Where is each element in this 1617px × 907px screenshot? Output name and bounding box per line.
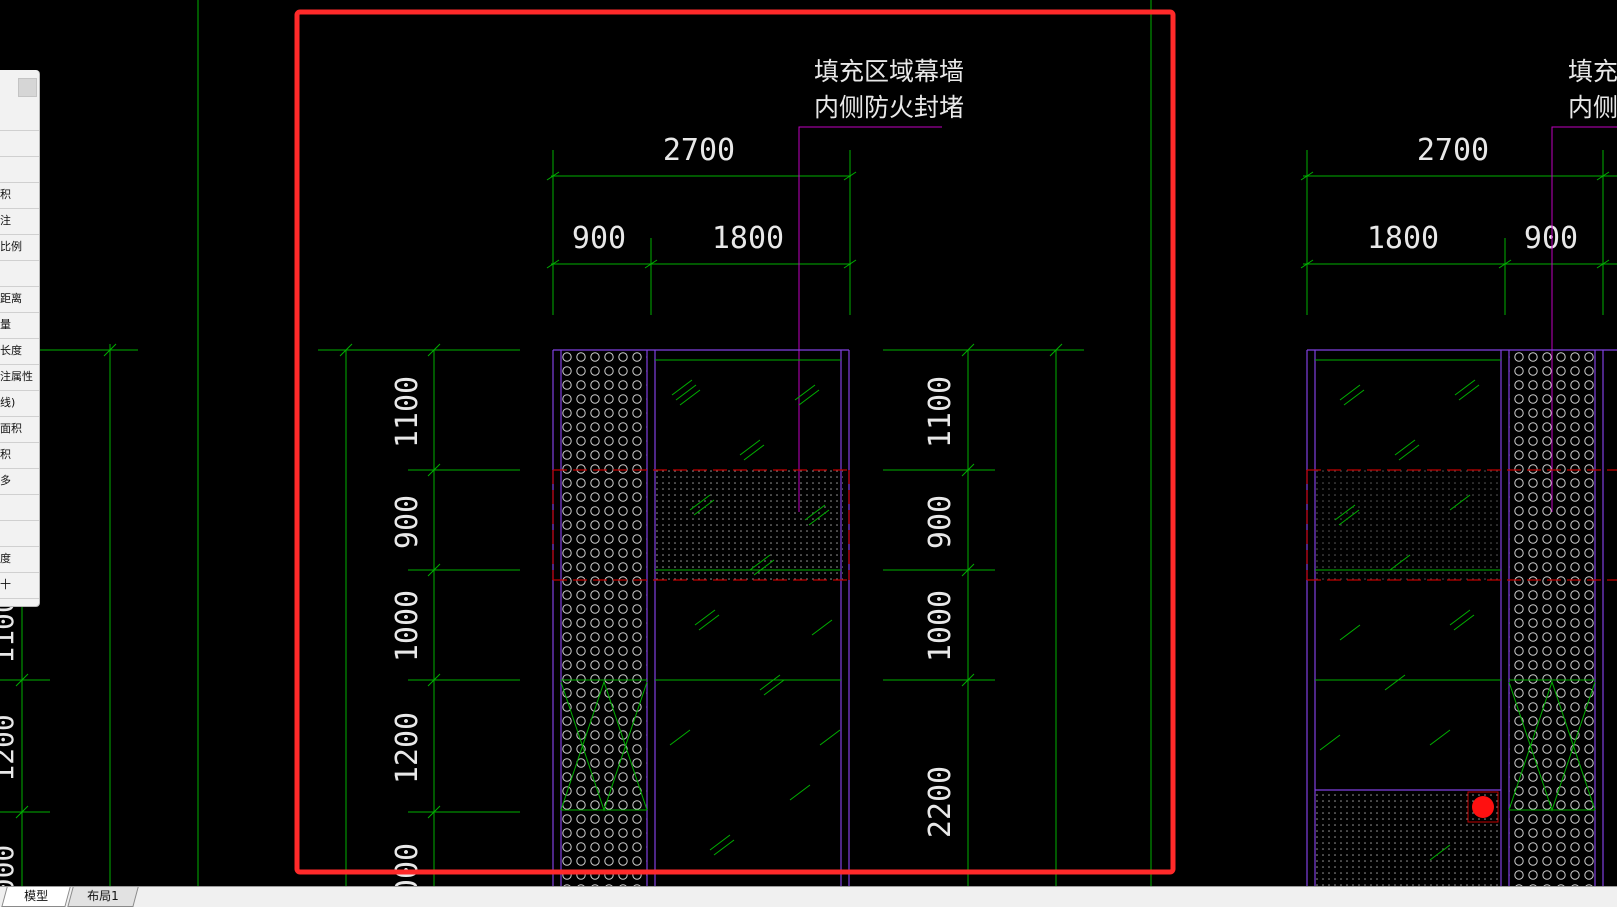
dim-top-right-right: 900 — [1524, 221, 1578, 256]
panel-item-15[interactable]: 多 — [0, 468, 39, 495]
panel-item-1[interactable] — [0, 104, 39, 131]
dim-vertical-mid-2: 900 — [923, 495, 958, 549]
tab-layout1[interactable]: 布局1 — [67, 887, 139, 907]
dim-vertical-main-1: 1100 — [390, 376, 425, 448]
dim-vertical-mid-1: 1100 — [923, 376, 958, 448]
annotation-main-line1: 填充区域幕墙 — [814, 57, 964, 86]
annotation-right-line1: 填充区 — [1568, 57, 1617, 86]
curtain-wall-right — [1306, 349, 1617, 886]
tab-layout1-label: 布局1 — [87, 889, 119, 903]
panel-item-3[interactable] — [0, 156, 39, 183]
properties-side-panel: 积 注 比例 距离 量 长度 注属性 线) 面积 积 多 度 十 — [0, 70, 40, 607]
panel-item-5[interactable]: 注 — [0, 208, 39, 235]
panel-item-4[interactable]: 积 — [0, 182, 39, 209]
leader-line-main — [798, 126, 942, 512]
panel-item-16[interactable] — [0, 494, 39, 521]
panel-item-13[interactable]: 面积 — [0, 416, 39, 443]
dim-top-total-main: 2700 — [663, 133, 735, 168]
grid-lines — [197, 0, 1152, 886]
panel-item-12[interactable]: 线) — [0, 390, 39, 417]
dim-vertical-main-4: 1200 — [390, 712, 425, 784]
dim-vertical-main-2: 900 — [390, 495, 425, 549]
dim-vertical-main-5: 000 — [390, 843, 425, 886]
glass-hatch-main — [669, 379, 841, 856]
dim-top-left-main: 900 — [572, 221, 626, 256]
panel-item-6[interactable]: 比例 — [0, 234, 39, 261]
dim-vertical-edge-1: 1100 — [0, 596, 20, 663]
dim-top-left-right: 1800 — [1367, 221, 1439, 256]
panel-item-8[interactable]: 距离 — [0, 286, 39, 313]
cad-drawing-canvas[interactable]: 2700 900 1800 填充区域幕墙 内侧防火封堵 — [0, 0, 1617, 886]
dim-vertical-mid-3: 1000 — [923, 590, 958, 662]
dim-vertical-mid-4: 2200 — [923, 766, 958, 838]
annotation-main-line2: 内侧防火封堵 — [814, 93, 964, 122]
panel-item-18[interactable]: 度 — [0, 546, 39, 573]
panel-item-2[interactable] — [0, 130, 39, 157]
curtain-wall-main — [552, 349, 850, 886]
close-icon[interactable] — [18, 78, 37, 97]
panel-item-7[interactable] — [0, 260, 39, 287]
dim-vertical-edge-3: 000 — [0, 845, 20, 886]
panel-item-19[interactable]: 十 — [0, 572, 39, 599]
layout-tab-bar: 模型 布局1 — [0, 886, 1617, 907]
dim-vertical-main-3: 1000 — [390, 590, 425, 662]
tab-model-label: 模型 — [24, 889, 49, 903]
highlight-box — [294, 9, 1176, 875]
dimension-lines-top-right — [1300, 150, 1617, 315]
dimension-lines-mid — [883, 343, 1084, 886]
dim-top-right-main: 1800 — [712, 221, 784, 256]
panel-item-17[interactable] — [0, 520, 39, 547]
dimension-lines-left-edge — [0, 343, 138, 886]
dim-vertical-edge-2: 1200 — [0, 714, 20, 781]
panel-item-9[interactable]: 量 — [0, 312, 39, 339]
dimension-lines-left-main — [318, 343, 520, 886]
panel-item-11[interactable]: 注属性 — [0, 364, 39, 391]
dim-top-total-right: 2700 — [1417, 133, 1489, 168]
panel-item-14[interactable]: 积 — [0, 442, 39, 469]
tab-model[interactable]: 模型 — [1, 887, 71, 907]
annotation-right-line2: 内侧队 — [1568, 93, 1617, 122]
cursor-marker — [1472, 796, 1494, 818]
dimension-lines-top-main — [546, 150, 857, 315]
panel-item-10[interactable]: 长度 — [0, 338, 39, 365]
